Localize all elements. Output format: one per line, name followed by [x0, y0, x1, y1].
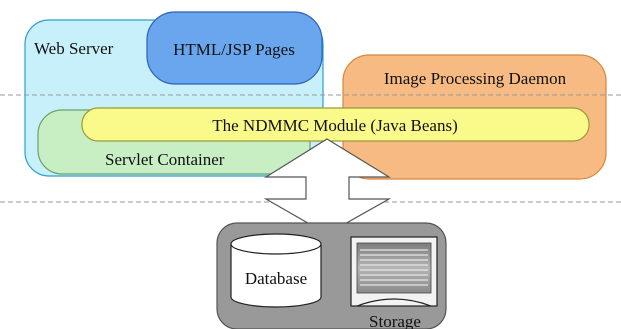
html-jsp-pages-label: HTML/JSP Pages [173, 40, 295, 59]
ndmmc-module-box [81, 107, 590, 142]
html-jsp-pages-box [146, 11, 323, 85]
storage-device-icon [350, 236, 438, 307]
servlet-container-label: Servlet Container [105, 150, 225, 169]
database-label: Database [245, 269, 307, 288]
web-server-label: Web Server [34, 39, 114, 58]
ndmmc-module-label: The NDMMC Module (Java Beans) [212, 116, 458, 135]
database-cylinder-icon [230, 233, 322, 308]
image-processing-daemon-label: Image Processing Daemon [384, 69, 567, 88]
storage-label: Storage [369, 312, 421, 329]
